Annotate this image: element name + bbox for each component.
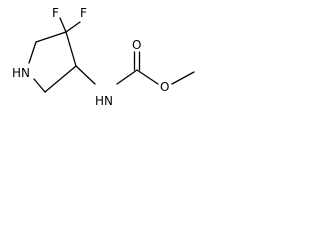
bond-c2-c3 — [35, 31, 67, 43]
bond-c4-c5 — [44, 65, 77, 93]
bond-c5-n1 — [33, 78, 46, 93]
bond-carbonyl-c-o-ester — [136, 69, 159, 85]
bond-n1-c2 — [28, 41, 37, 64]
atom-label-fluorine: F — [80, 6, 87, 20]
bond-nh-carbonyl-c — [116, 69, 138, 85]
atom-label-fluorine: F — [52, 6, 59, 20]
bond-c3-f-a — [59, 17, 67, 33]
bond-o-ester-methyl — [171, 71, 195, 85]
atom-label-carbonyl-oxygen: O — [132, 38, 141, 52]
bond-c3-c4 — [65, 31, 77, 67]
bond-c3-f-b — [65, 21, 81, 33]
atom-label-ester-oxygen: O — [160, 80, 169, 94]
bond-c4-nh — [75, 65, 96, 85]
atom-label-ring-nh: HN — [12, 66, 30, 80]
atom-label-amide-nh: HN — [95, 94, 113, 108]
chemical-structure: F F HN HN O O — [12, 6, 195, 108]
